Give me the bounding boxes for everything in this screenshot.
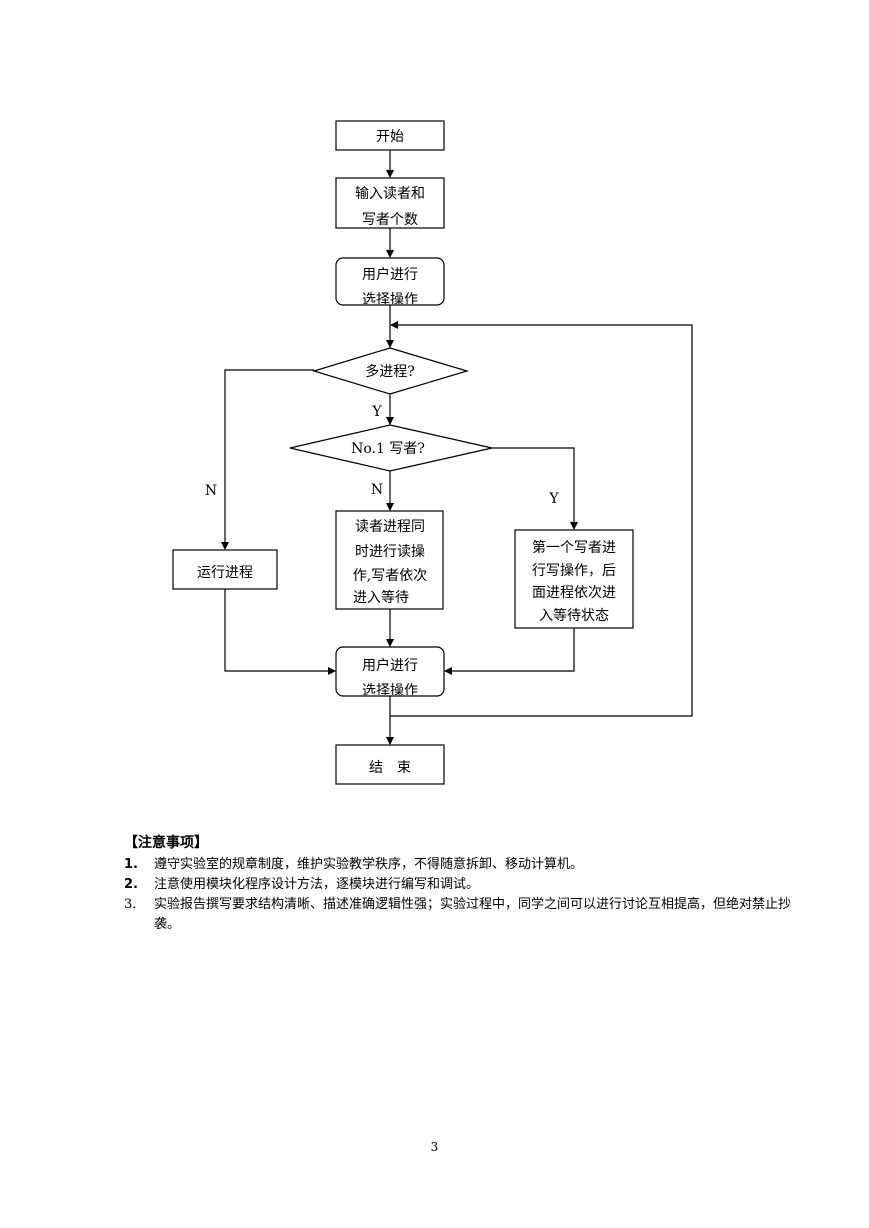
- select2-label-line2: 选择操作: [362, 683, 418, 699]
- writer-label-line1: 第一个写者进: [532, 539, 616, 556]
- note-item: 3. 实验报告撰写要求结构清晰、描述准确逻辑性强；实验过程中，同学之间可以进行讨…: [124, 895, 804, 935]
- note-item: 1. 遵守实验室的规章制度，维护实验教学秩序，不得随意拆卸、移动计算机。: [124, 855, 804, 875]
- label-y-multi: Y: [371, 404, 382, 420]
- readers-label-line3: 作,写者依次: [353, 568, 427, 584]
- decision-writer-label: No.1 写者?: [351, 441, 425, 457]
- note-text: 遵守实验室的规章制度，维护实验教学秩序，不得随意拆卸、移动计算机。: [154, 857, 584, 872]
- label-y-writer: Y: [548, 491, 559, 507]
- note-number: 3.: [124, 897, 137, 912]
- note-number: 1.: [124, 857, 138, 872]
- note-text: 实验报告撰写要求结构清晰、描述准确逻辑性强；实验过程中，同学之间可以进行讨论互相…: [154, 897, 792, 932]
- start-label: 开始: [376, 129, 404, 145]
- start-box: 开始: [335, 120, 445, 151]
- decision-multi-process: 多进程?: [311, 347, 470, 395]
- readers-label-line2: 时进行读操: [355, 543, 425, 560]
- flowchart: 开始 输入读者和 写者个数 用户进行 选择操作 多进程? Y N No.1 写者…: [172, 120, 693, 785]
- writer-box: 第一个写者进 行写操作，后 面进程依次进 入等待状态: [514, 529, 634, 629]
- readers-label-line1: 读者进程同: [355, 518, 425, 535]
- writer-label-line3: 面进程依次进: [532, 585, 616, 601]
- input-label-line1: 输入读者和: [355, 185, 425, 202]
- select1-label-line1: 用户进行: [362, 266, 418, 283]
- input-box: 输入读者和 写者个数: [335, 177, 445, 229]
- notes-title: 【注意事项】: [124, 835, 208, 851]
- readers-box: 读者进程同 时进行读操 作,写者依次 进入等待: [335, 510, 444, 610]
- writer-label-line4: 入等待状态: [539, 607, 609, 624]
- end-label: 结 束: [369, 760, 411, 776]
- decision-first-writer: No.1 写者?: [289, 424, 493, 472]
- select-operation-box-2: 用户进行 选择操作: [335, 646, 445, 699]
- note-number: 2.: [124, 877, 138, 892]
- run-process-box: 运行进程: [172, 549, 278, 590]
- readers-label-line4: 进入等待: [353, 589, 409, 606]
- select2-label-line1: 用户进行: [362, 657, 418, 674]
- writer-label-line2: 行写操作，后: [532, 563, 616, 579]
- notes-section: 【注意事项】 1. 遵守实验室的规章制度，维护实验教学秩序，不得随意拆卸、移动计…: [124, 833, 804, 935]
- note-text: 注意使用模块化程序设计方法，逐模块进行编写和调试。: [154, 877, 480, 892]
- label-n-multi: N: [205, 483, 217, 499]
- run-process-label: 运行进程: [197, 565, 253, 581]
- connectors: [221, 150, 693, 745]
- select1-label-line2: 选择操作: [362, 292, 418, 308]
- note-item: 2. 注意使用模块化程序设计方法，逐模块进行编写和调试。: [124, 875, 804, 895]
- page-number: 3: [430, 1140, 439, 1154]
- end-box: 结 束: [335, 744, 445, 785]
- select-operation-box-1: 用户进行 选择操作: [335, 257, 445, 308]
- label-n-writer: N: [371, 482, 383, 498]
- input-label-line2: 写者个数: [362, 212, 418, 228]
- decision-multi-label: 多进程?: [365, 363, 415, 380]
